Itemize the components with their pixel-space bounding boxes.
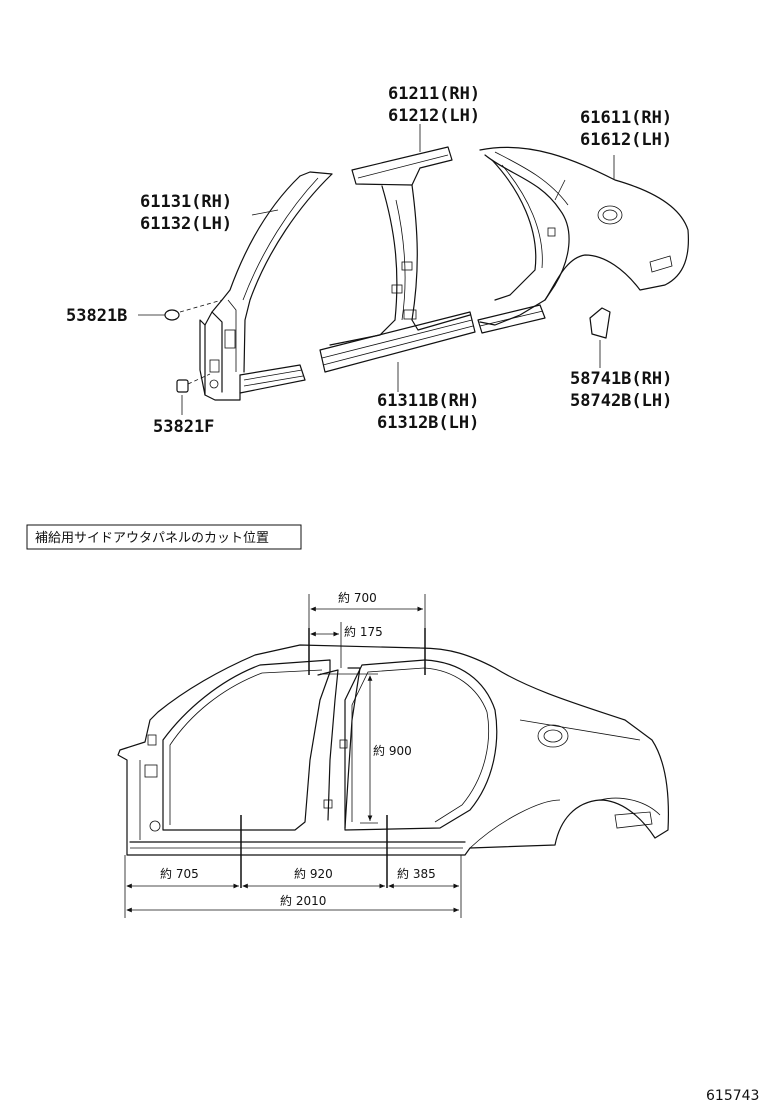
label-quarter-lh: 61612(LH) [580, 130, 672, 150]
leader-front-pillar [251, 209, 279, 216]
dim-385: 約 385 [397, 866, 436, 881]
figure-id: 615743 [706, 1088, 759, 1104]
label-mud-guard-rh: 58741B(RH) [570, 369, 672, 389]
label-roof-rail-rh: 61211(RH) [388, 84, 480, 104]
label-front-pillar-lh: 61132(LH) [140, 214, 232, 234]
note-box [26, 524, 302, 550]
label-plug-b: 53821B [66, 306, 127, 326]
side-panel-drawing [117, 644, 669, 856]
label-mud-guard-lh: 58742B(LH) [570, 391, 672, 411]
dim-900: 約 900 [373, 743, 412, 758]
label-rocker-rh: 61311B(RH) [377, 391, 479, 411]
dim-175: 約 175 [344, 624, 383, 639]
quarter-panel-drawing [477, 146, 689, 334]
plug-f-drawing [176, 373, 211, 393]
dim-2010: 約 2010 [280, 893, 326, 908]
label-roof-rail-lh: 61212(LH) [388, 106, 480, 126]
label-plug-f: 53821F [153, 417, 214, 437]
note-text: 補給用サイドアウタパネルのカット位置 [35, 531, 269, 546]
mud-guard-drawing [589, 307, 611, 339]
dimension-lines [124, 594, 462, 918]
dim-705: 約 705 [160, 866, 199, 881]
label-rocker-lh: 61312B(LH) [377, 413, 479, 433]
cut-lines [240, 628, 426, 888]
front-pillar-drawing [199, 171, 333, 401]
roof-rail-drawing [319, 146, 476, 373]
dim-920: 約 920 [294, 866, 333, 881]
label-front-pillar-rh: 61131(RH) [140, 192, 232, 212]
exploded-view [138, 124, 689, 415]
dim-700: 約 700 [338, 590, 377, 605]
label-quarter-rh: 61611(RH) [580, 108, 672, 128]
